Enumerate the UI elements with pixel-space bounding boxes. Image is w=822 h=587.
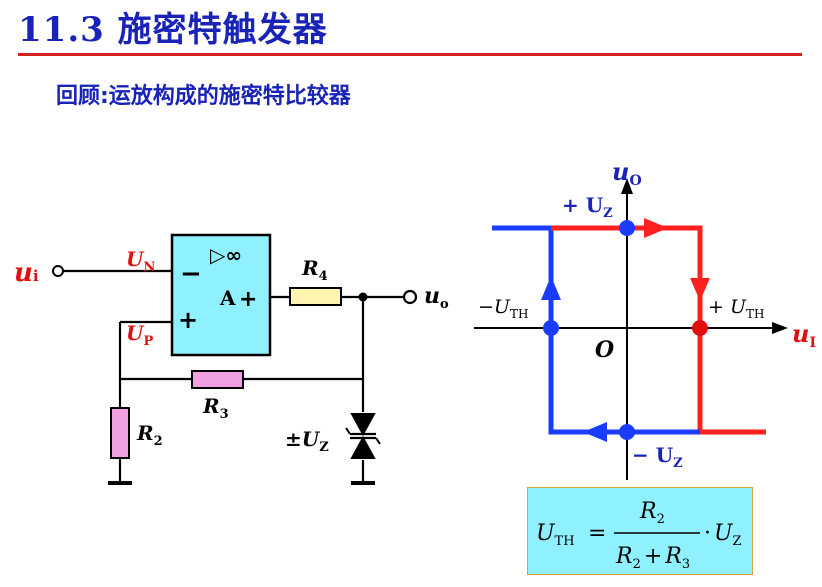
r3-label: R3 <box>202 394 229 422</box>
opamp-minus: − <box>180 259 202 289</box>
formula-equals: = <box>588 521 606 546</box>
page-title: 11.3 施密特触发器 <box>18 10 328 50</box>
y-axis-arrow <box>621 178 633 194</box>
un-label: UN <box>126 247 155 275</box>
top-right-arrow <box>644 218 668 238</box>
zener-label: ±UZ <box>285 427 329 455</box>
output-node-dot <box>358 292 368 302</box>
r4-resistor <box>289 287 342 306</box>
r3-resistor <box>191 370 244 389</box>
threshold-formula-box: UTH = R2 R2+R3 · UZ <box>527 487 753 575</box>
up-label: UP <box>126 321 153 349</box>
neg-uth-label: −UTH <box>478 296 528 321</box>
formula-denominator: R2+R3 <box>615 544 690 572</box>
bottom-left-arrow <box>583 422 607 442</box>
hysteresis-graph: uO uI O + UZ − UZ −UTH + UTH <box>474 157 816 480</box>
opamp-a-label: A <box>219 286 236 310</box>
rising-branch <box>551 225 766 435</box>
formula-numerator: R2 <box>639 499 665 527</box>
threshold-formula: UTH = R2 R2+R3 · UZ <box>536 499 742 572</box>
formula-dot: · <box>704 521 711 546</box>
title-underline <box>18 53 802 56</box>
output-terminal <box>402 289 418 305</box>
input-terminal <box>52 265 64 277</box>
r4-label: R4 <box>301 256 328 284</box>
up-arrow <box>541 276 561 300</box>
formula-rhs: UZ <box>714 521 742 549</box>
dot-pos-uz <box>619 220 635 236</box>
zener-diode <box>345 413 381 459</box>
opamp-symbol: ▷∞ <box>210 243 242 267</box>
falling-branch <box>492 225 627 435</box>
pos-uz-label: + UZ <box>562 193 613 221</box>
y-axis-label: uO <box>612 157 642 189</box>
r2-resistor <box>110 407 130 459</box>
origin-label: O <box>595 337 614 363</box>
output-label: uo <box>424 283 449 312</box>
dot-pos-uth <box>692 320 708 336</box>
opamp-plus-input: + <box>178 306 198 334</box>
down-arrow <box>690 278 710 301</box>
formula-lhs: UTH <box>536 521 575 549</box>
r2-label: R2 <box>136 421 163 449</box>
circuit <box>63 269 404 482</box>
input-label: ui <box>14 258 39 288</box>
x-axis-label: uI <box>792 319 816 351</box>
dot-neg-uz <box>619 424 635 440</box>
x-axis-arrow <box>772 322 788 334</box>
dot-neg-uth <box>543 320 559 336</box>
opamp-body <box>170 233 272 357</box>
page-subtitle: 回顾:运放构成的施密特比较器 <box>56 84 351 109</box>
pos-uth-label: + UTH <box>708 296 764 321</box>
opamp-plus-output: + <box>239 287 257 312</box>
neg-uz-label: − UZ <box>632 443 683 471</box>
